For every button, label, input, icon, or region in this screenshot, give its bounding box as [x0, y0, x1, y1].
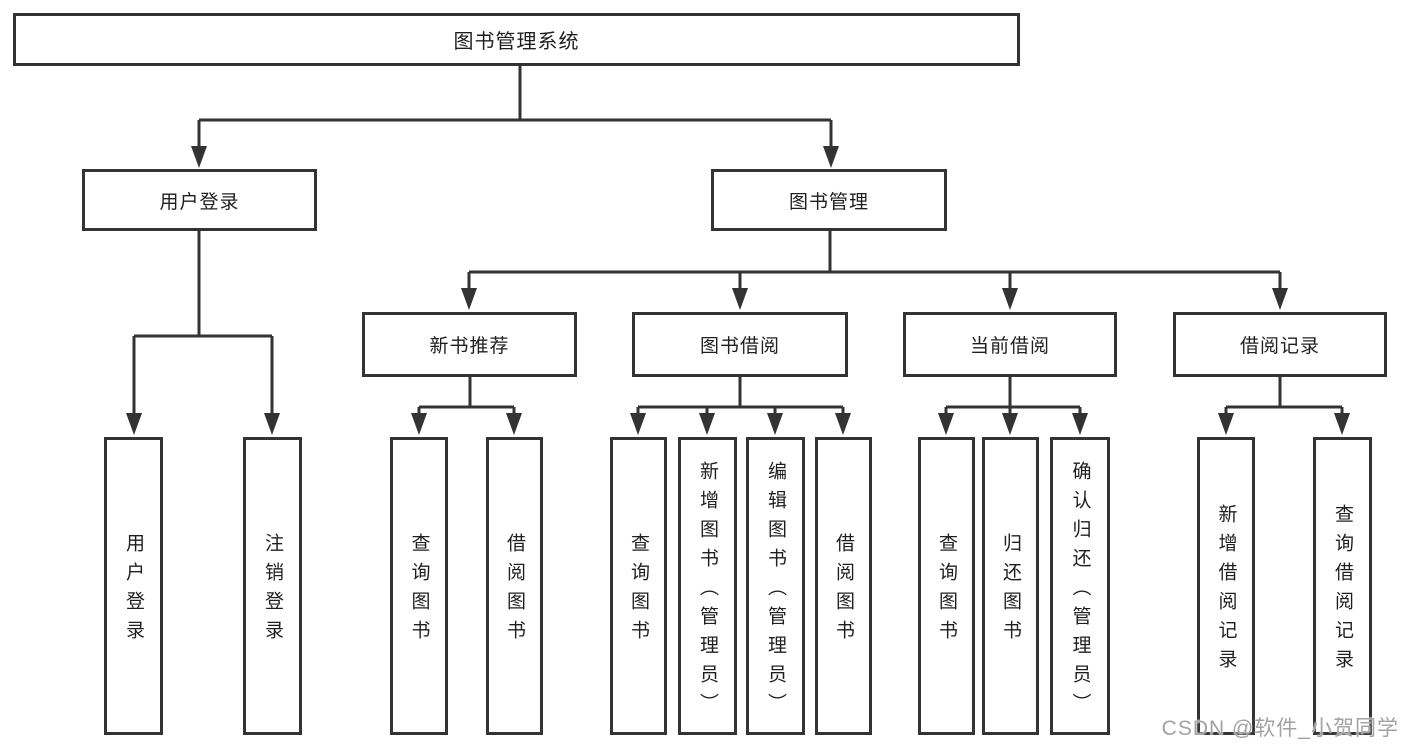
node-user-login: 用户登录 [82, 169, 317, 231]
leaf-query-books-borrowing-label: 查询图书 [628, 533, 649, 649]
leaf-confirm-return-admin-label: 确认归还（管理员） [1069, 460, 1091, 722]
csdn-watermark: CSDN @软件_小贺同学 [1161, 717, 1399, 740]
leaf-confirm-return-admin: 确认归还（管理员） [1050, 437, 1110, 735]
node-book-management: 图书管理 [711, 169, 947, 231]
leaf-borrow-books: 借阅图书 [815, 437, 872, 735]
leaf-edit-books-admin: 编辑图书（管理员） [746, 437, 805, 735]
leaf-logout-label: 注销登录 [262, 533, 283, 649]
node-library-management-system: 图书管理系统 [13, 13, 1020, 66]
leaf-query-books-current-label: 查询图书 [936, 533, 957, 649]
node-new-book-recommendation: 新书推荐 [362, 312, 577, 377]
leaf-user-login: 用户登录 [104, 437, 163, 735]
leaf-edit-books-admin-label: 编辑图书（管理员） [765, 460, 786, 722]
leaf-user-login-label: 用户登录 [123, 533, 144, 649]
leaf-query-books-borrowing: 查询图书 [610, 437, 667, 735]
leaf-query-borrow-record-label: 查询借阅记录 [1332, 504, 1353, 678]
leaf-return-books-label: 归还图书 [1000, 533, 1021, 649]
leaf-borrow-books-label: 借阅图书 [833, 533, 854, 649]
leaf-return-books: 归还图书 [982, 437, 1039, 735]
node-current-borrowing: 当前借阅 [903, 312, 1117, 377]
leaf-logout: 注销登录 [243, 437, 302, 735]
leaf-query-borrow-record: 查询借阅记录 [1313, 437, 1372, 735]
leaf-add-books-admin: 新增图书（管理员） [678, 437, 737, 735]
leaf-borrow-books-recommend-label: 借阅图书 [504, 533, 525, 649]
node-borrowing-records: 借阅记录 [1173, 312, 1387, 377]
leaf-borrow-books-recommend: 借阅图书 [486, 437, 543, 735]
leaf-add-books-admin-label: 新增图书（管理员） [697, 460, 718, 722]
leaf-add-borrow-record: 新增借阅记录 [1197, 437, 1255, 735]
leaf-query-books-recommend-label: 查询图书 [408, 533, 430, 649]
leaf-query-books-current: 查询图书 [918, 437, 975, 735]
leaf-query-books-recommend: 查询图书 [390, 437, 448, 735]
leaf-add-borrow-record-label: 新增借阅记录 [1215, 504, 1237, 678]
node-book-borrowing: 图书借阅 [632, 312, 848, 377]
